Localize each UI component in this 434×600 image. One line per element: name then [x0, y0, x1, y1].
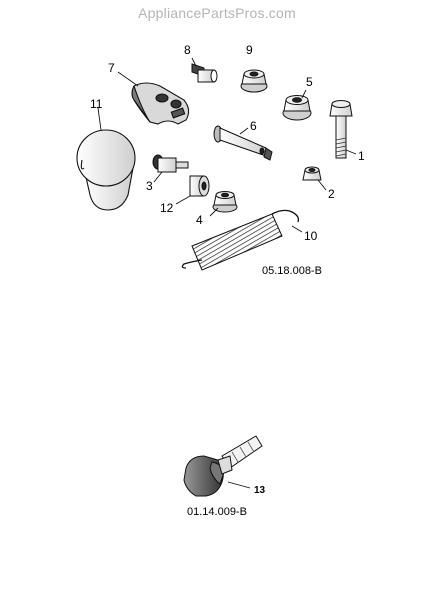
- small-nut-part: [302, 166, 322, 181]
- long-bolt-part: [329, 100, 353, 159]
- leader-line: [117, 71, 139, 87]
- callout-5: 5: [306, 75, 313, 89]
- diagram-code-lower: 01.14.009-B: [187, 506, 247, 518]
- leader-line: [97, 107, 102, 131]
- leader-line: [345, 149, 357, 155]
- callout-9: 9: [246, 43, 253, 57]
- leader-line: [317, 179, 327, 191]
- spring-part: [181, 209, 300, 271]
- leader-line: [301, 89, 307, 99]
- flange-nut-part: [282, 95, 312, 121]
- leader-line: [291, 225, 303, 233]
- callout-4: 4: [196, 213, 203, 227]
- lever-bracket-part: [131, 82, 190, 125]
- bushing-part: [189, 175, 210, 197]
- callout-1: 1: [358, 149, 365, 163]
- leader-line: [239, 127, 249, 135]
- knob-part: [76, 129, 136, 211]
- callout-10: 10: [304, 229, 318, 243]
- pin-part: [213, 125, 273, 161]
- grip-part: [183, 435, 263, 497]
- watermark: AppliancePartsPros.com: [138, 5, 296, 21]
- diagram-code-upper: 05.18.008-B: [262, 265, 322, 277]
- callout-12: 12: [160, 201, 174, 215]
- leader-line: [209, 207, 219, 217]
- leader-line: [175, 195, 191, 205]
- flange-nut-part: [212, 191, 238, 213]
- callout-11: 11: [90, 97, 103, 111]
- flange-nut-part: [240, 69, 268, 93]
- callout-8: 8: [184, 43, 191, 57]
- shoulder-bolt-part: [152, 154, 189, 173]
- callout-6: 6: [250, 119, 257, 133]
- callout-7: 7: [108, 61, 115, 75]
- leader-line: [227, 481, 251, 489]
- callout-3: 3: [146, 179, 153, 193]
- small-bolt-part: [191, 63, 218, 83]
- callout-13: 13: [254, 485, 266, 496]
- callout-2: 2: [328, 187, 335, 201]
- leader-line: [153, 171, 163, 183]
- leader-line: [191, 57, 197, 67]
